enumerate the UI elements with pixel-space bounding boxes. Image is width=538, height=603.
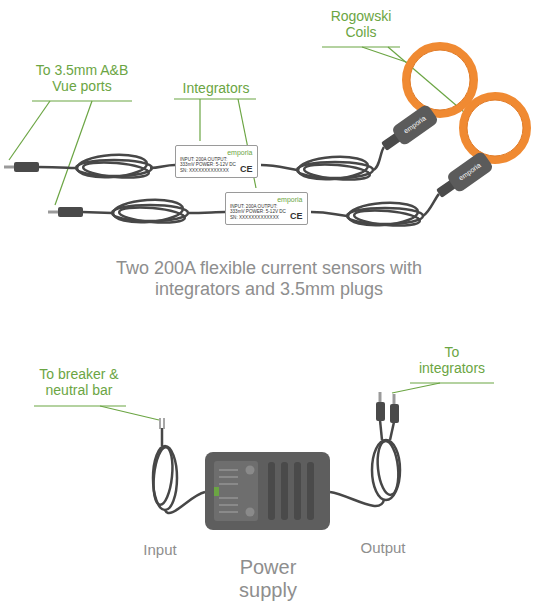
callout-label: Integrators bbox=[178, 80, 254, 96]
callout-label: Rogowski Coils bbox=[326, 8, 396, 40]
callout-label: To integrators bbox=[412, 344, 492, 376]
coil-head bbox=[378, 103, 495, 202]
integrator-box: emporiaINPUT: 200A OUTPUT: 333mV POWER: … bbox=[175, 145, 258, 178]
power-supply bbox=[151, 392, 401, 530]
brand-mark: emporia bbox=[230, 196, 303, 204]
caption-text: Power supply bbox=[222, 556, 314, 602]
port-label: Output bbox=[350, 539, 416, 556]
brand-mark: emporia bbox=[180, 149, 253, 157]
rogowski-coil bbox=[406, 46, 527, 160]
leader-lines bbox=[9, 47, 494, 420]
coil-edge bbox=[410, 50, 523, 156]
audio-plug bbox=[4, 162, 83, 217]
integrator-box: emporiaINPUT: 200A OUTPUT: 333mV POWER: … bbox=[225, 192, 308, 225]
cert-mark: CE bbox=[290, 212, 303, 221]
port-label: Input bbox=[130, 541, 190, 558]
spec-text: INPUT: 200A OUTPUT: 333mV POWER: 5-12V D… bbox=[230, 204, 286, 221]
caption-text: Two 200A flexible current sensors with i… bbox=[114, 258, 424, 299]
spec-text: INPUT: 200A OUTPUT: 333mV POWER: 5-12V D… bbox=[180, 157, 236, 174]
cert-mark: CE bbox=[240, 165, 253, 174]
callout-label: To breaker & neutral bar bbox=[36, 366, 122, 398]
callout-label: To 3.5mm A&B Vue ports bbox=[34, 62, 130, 94]
